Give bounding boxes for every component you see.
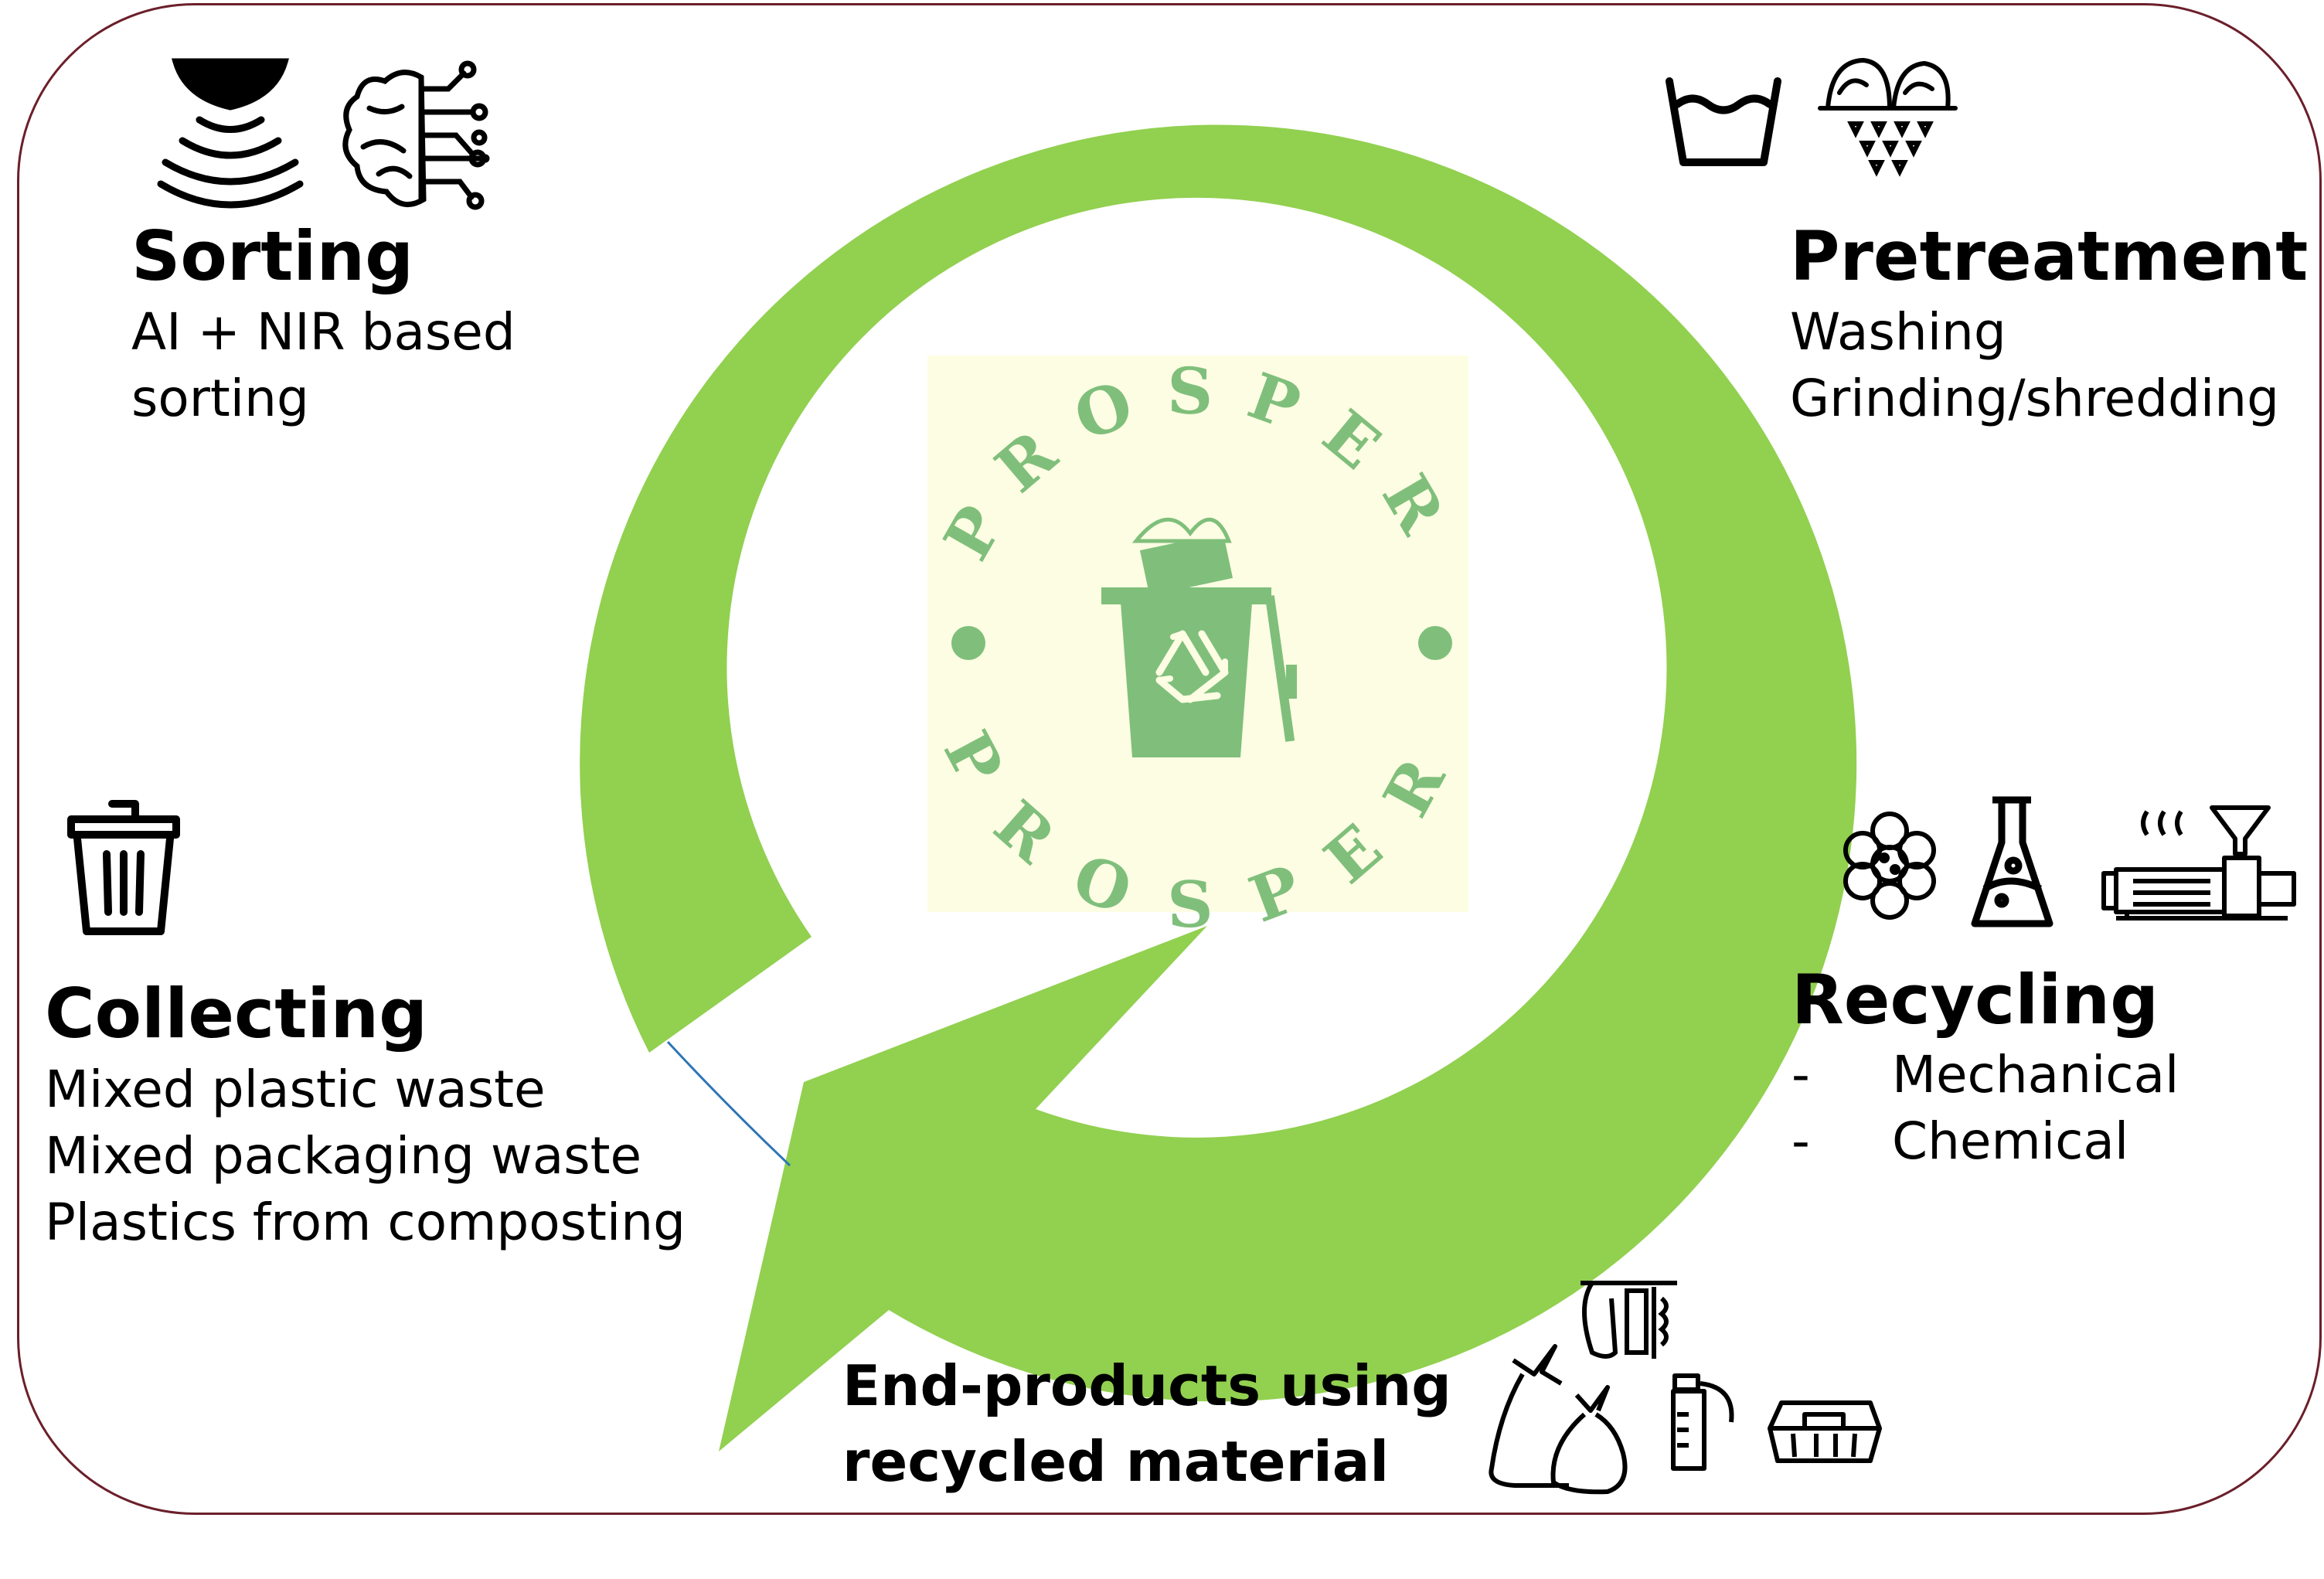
flask-icon [1971, 796, 2053, 927]
collecting-description: Mixed plastic waste Mixed packaging wast… [45, 1057, 686, 1256]
sorting-description: AI + NIR based sorting [131, 299, 515, 432]
film-rolls-icon [1581, 1281, 1677, 1359]
recycling-item: - Mechanical [1791, 1042, 2179, 1108]
collecting-line-1: Mixed plastic waste [45, 1060, 546, 1119]
collecting-line-3: Plastics from composting [45, 1193, 686, 1252]
sorting-title: Sorting [131, 216, 414, 296]
recycling-list: - Mechanical - Chemical [1791, 1042, 2179, 1175]
sorting-line-2: sorting [131, 369, 309, 428]
extruder-icon [2101, 805, 2296, 921]
recycling-bullet: - [1791, 1111, 1810, 1171]
logo-dot-left [951, 626, 985, 660]
pretreatment-line-2: Grinding/shredding [1790, 369, 2279, 428]
logo-dot-right [1418, 626, 1452, 660]
pretreatment-description: Washing Grinding/shredding [1790, 299, 2279, 432]
trash-bin-icon [67, 800, 180, 935]
prosper-logo: PROSPER PROSPER [927, 354, 1468, 942]
food-container-icon [1768, 1400, 1882, 1463]
washing-basin-icon [1666, 77, 1781, 166]
recycling-bullet: - [1791, 1045, 1810, 1104]
cycle-arrow [580, 124, 1857, 1452]
end-products-label: End-products using recycled material [842, 1348, 1451, 1499]
thin-connector-line [666, 1040, 791, 1167]
recycling-title: Recycling [1791, 960, 2159, 1040]
recycling-item-label: Chemical [1892, 1111, 2129, 1171]
nir-sensor-icon [157, 58, 304, 209]
collecting-line-2: Mixed packaging waste [45, 1126, 642, 1186]
ai-brain-icon [342, 60, 490, 210]
end-products-line-2: recycled material [842, 1429, 1390, 1494]
sorting-line-1: AI + NIR based [131, 302, 515, 362]
pretreatment-title: Pretreatment [1790, 216, 2309, 296]
diagram-frame [17, 3, 2322, 1515]
recycling-item: - Chemical [1791, 1108, 2179, 1175]
collecting-title: Collecting [45, 974, 428, 1053]
shredder-icon [1818, 57, 1958, 177]
pretreatment-line-1: Washing [1790, 302, 2006, 362]
end-products-line-1: End-products using [842, 1353, 1451, 1418]
pellets-icon [1843, 812, 1936, 920]
recycling-item-label: Mechanical [1892, 1045, 2179, 1104]
recycle-bin-icon [1101, 517, 1297, 757]
bottle-icon [1671, 1373, 1734, 1471]
garbage-bags-icon [1489, 1344, 1628, 1495]
